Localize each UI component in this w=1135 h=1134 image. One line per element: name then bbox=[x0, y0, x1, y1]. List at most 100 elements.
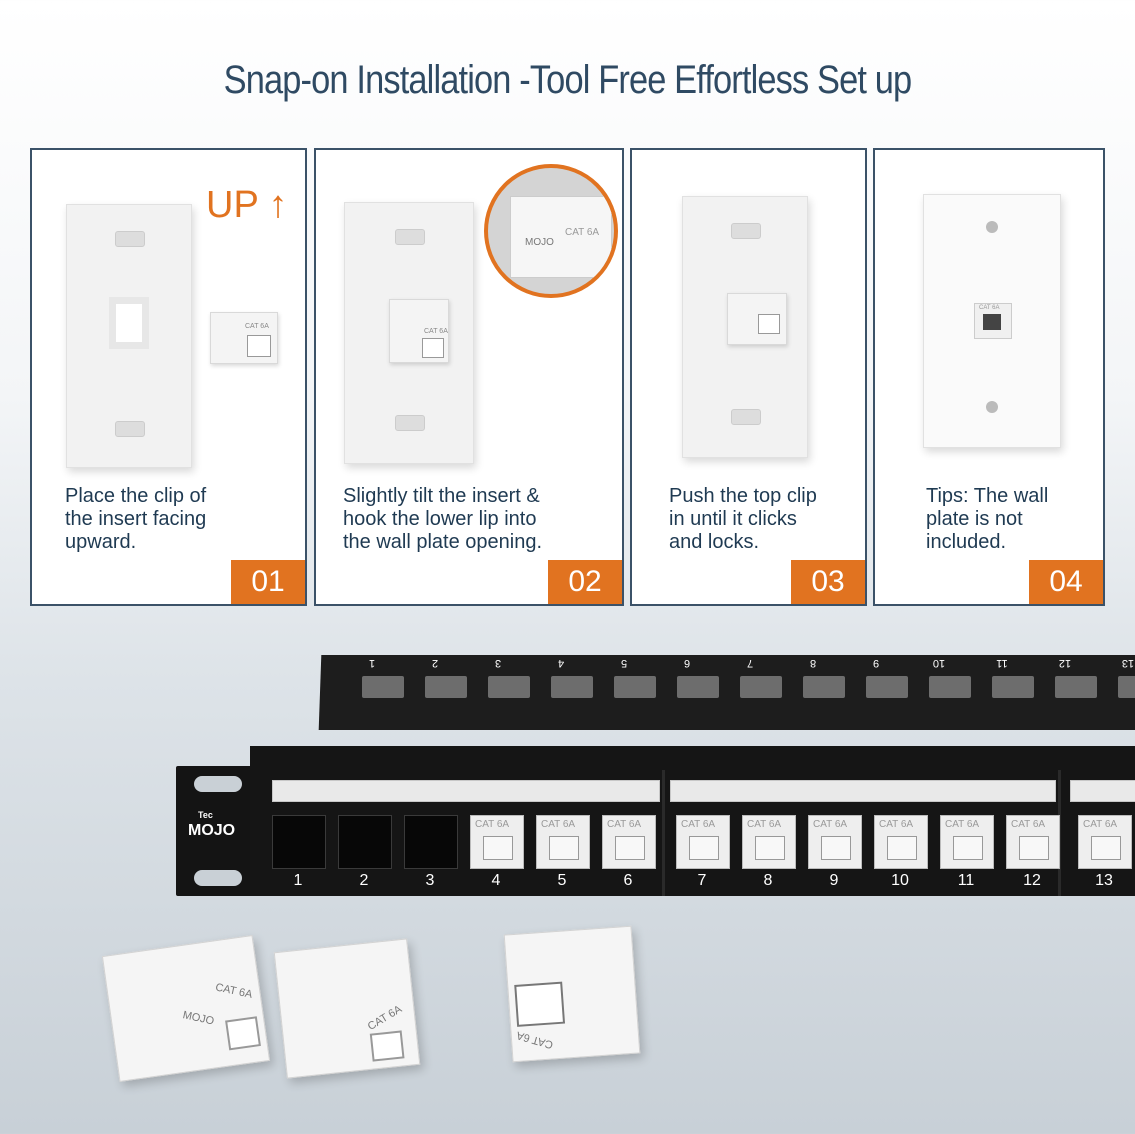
wall-plate-back: CAT 6A bbox=[344, 202, 474, 464]
port-cat-label: CAT 6A bbox=[681, 819, 716, 830]
jack-port bbox=[1019, 836, 1049, 860]
panel-port-6: CAT 6A bbox=[602, 815, 656, 869]
step-caption-2: Slightly tilt the insert & hook the lowe… bbox=[343, 485, 543, 553]
jack-port bbox=[983, 314, 1001, 330]
keystone-insert-label: CAT 6A bbox=[245, 323, 269, 330]
wall-jack: CAT 6A bbox=[974, 303, 1012, 339]
screw-mount-bottom bbox=[731, 409, 761, 425]
port-number-label: 8 bbox=[763, 872, 773, 889]
cable-bar-slot bbox=[677, 676, 719, 698]
port-number-label: 4 bbox=[491, 872, 501, 889]
port-cat-label: CAT 6A bbox=[1011, 819, 1046, 830]
top-number-label: 8 bbox=[809, 657, 817, 669]
port-cat-label: CAT 6A bbox=[813, 819, 848, 830]
top-number-label: 1 bbox=[368, 657, 376, 669]
panel-port-4: CAT 6A bbox=[470, 815, 524, 869]
screw-mount-top bbox=[395, 229, 425, 245]
port-number-label: 10 bbox=[891, 872, 909, 889]
port-cat-label: CAT 6A bbox=[879, 819, 914, 830]
port-cat-label: CAT 6A bbox=[1083, 819, 1118, 830]
screw-icon bbox=[986, 401, 998, 413]
step-number-1: 01 bbox=[231, 560, 305, 604]
jack-port bbox=[887, 836, 917, 860]
zoom-cat-label: CAT 6A bbox=[565, 227, 600, 238]
cable-bar-slot bbox=[740, 676, 782, 698]
zoom-keystone: MOJO CAT 6A bbox=[510, 196, 612, 278]
top-number-label: 10 bbox=[932, 657, 946, 669]
step-number-3: 03 bbox=[791, 560, 865, 604]
module-cat-label: CAT 6A bbox=[515, 1028, 555, 1051]
up-arrow-label: UP ↑ bbox=[206, 184, 288, 226]
step-card-4: CAT 6A Tips: The wall plate is not inclu… bbox=[873, 148, 1105, 606]
keystone-module-1: MOJO CAT 6A bbox=[101, 935, 271, 1082]
panel-port-13: CAT 6A bbox=[1078, 815, 1132, 869]
screw-mount-top bbox=[731, 223, 761, 239]
wall-jack-label: CAT 6A bbox=[979, 305, 1000, 311]
jack-port bbox=[821, 836, 851, 860]
top-number-label: 11 bbox=[996, 657, 1008, 669]
panel-port-10: CAT 6A bbox=[874, 815, 928, 869]
panel-port-12: CAT 6A bbox=[1006, 815, 1060, 869]
jack-port bbox=[225, 1016, 261, 1051]
port-cat-label: CAT 6A bbox=[541, 819, 576, 830]
jack-port bbox=[483, 836, 513, 860]
jack-port bbox=[422, 338, 444, 358]
step-number-4: 04 bbox=[1029, 560, 1103, 604]
port-number-label: 13 bbox=[1095, 872, 1113, 889]
jack-port bbox=[369, 1030, 405, 1062]
top-number-label: 13 bbox=[1121, 657, 1135, 669]
jack-port-front bbox=[514, 981, 566, 1027]
top-number-label: 5 bbox=[620, 657, 628, 669]
step-card-3: Push the top clip in until it clicks and… bbox=[630, 148, 867, 606]
zoom-detail-circle: MOJO CAT 6A bbox=[484, 164, 618, 298]
port-number-label: 12 bbox=[1023, 872, 1041, 889]
step-caption-3: Push the top clip in until it clicks and… bbox=[669, 485, 817, 553]
port-number-label: 9 bbox=[829, 872, 839, 889]
step-caption-1: Place the clip of the insert facing upwa… bbox=[65, 485, 207, 553]
port-number-label: 6 bbox=[623, 872, 633, 889]
port-number-label: 2 bbox=[359, 872, 369, 889]
cable-bar-slot bbox=[803, 676, 845, 698]
brand-small: Tec bbox=[198, 810, 213, 820]
module-cat-label: CAT 6A bbox=[214, 981, 254, 1001]
cable-bar-slot bbox=[1118, 676, 1135, 698]
port-number-label: 5 bbox=[557, 872, 567, 889]
panel-port-9: CAT 6A bbox=[808, 815, 862, 869]
top-number-label: 9 bbox=[872, 657, 880, 669]
rack-slot bbox=[194, 776, 242, 792]
jack-port bbox=[1091, 836, 1121, 860]
step-caption-4: Tips: The wall plate is not included. bbox=[926, 485, 1049, 553]
top-number-label: 4 bbox=[557, 657, 565, 669]
cable-bar-slot bbox=[1055, 676, 1097, 698]
top-number-label: 2 bbox=[431, 657, 439, 669]
screw-mount-bottom bbox=[395, 415, 425, 431]
panel-divider bbox=[662, 770, 665, 896]
top-number-label: 3 bbox=[494, 657, 502, 669]
panel-port-11: CAT 6A bbox=[940, 815, 994, 869]
port-number-label: 11 bbox=[957, 872, 975, 889]
step-card-1: UP ↑ CAT 6A Place the clip of the insert… bbox=[30, 148, 307, 606]
cable-bar-slot bbox=[362, 676, 404, 698]
step-number-2: 02 bbox=[548, 560, 622, 604]
cable-bar-slot bbox=[929, 676, 971, 698]
cable-bar-slot bbox=[488, 676, 530, 698]
port-cat-label: CAT 6A bbox=[475, 819, 510, 830]
keystone-tilted-label: CAT 6A bbox=[424, 328, 448, 335]
port-cat-label: CAT 6A bbox=[607, 819, 642, 830]
page-headline: Snap-on Installation -Tool Free Effortle… bbox=[223, 58, 913, 102]
wall-plate-back bbox=[682, 196, 808, 458]
port-number-label: 3 bbox=[425, 872, 435, 889]
keystone-insert-icon: CAT 6A bbox=[210, 312, 278, 364]
panel-port-5: CAT 6A bbox=[536, 815, 590, 869]
jack-port bbox=[953, 836, 983, 860]
keystone-tilted-icon: CAT 6A bbox=[389, 299, 449, 363]
panel-port-3 bbox=[404, 815, 458, 869]
zoom-brand: MOJO bbox=[525, 237, 554, 248]
wall-plate-front: CAT 6A bbox=[923, 194, 1061, 448]
step-card-2: CAT 6A MOJO CAT 6A Slightly tilt the ins… bbox=[314, 148, 624, 606]
brand-logo: MOJO bbox=[188, 822, 236, 839]
jack-port bbox=[689, 836, 719, 860]
port-number-label: 7 bbox=[697, 872, 707, 889]
keystone-pushed-icon bbox=[727, 293, 787, 345]
screw-mount-bottom bbox=[115, 421, 145, 437]
